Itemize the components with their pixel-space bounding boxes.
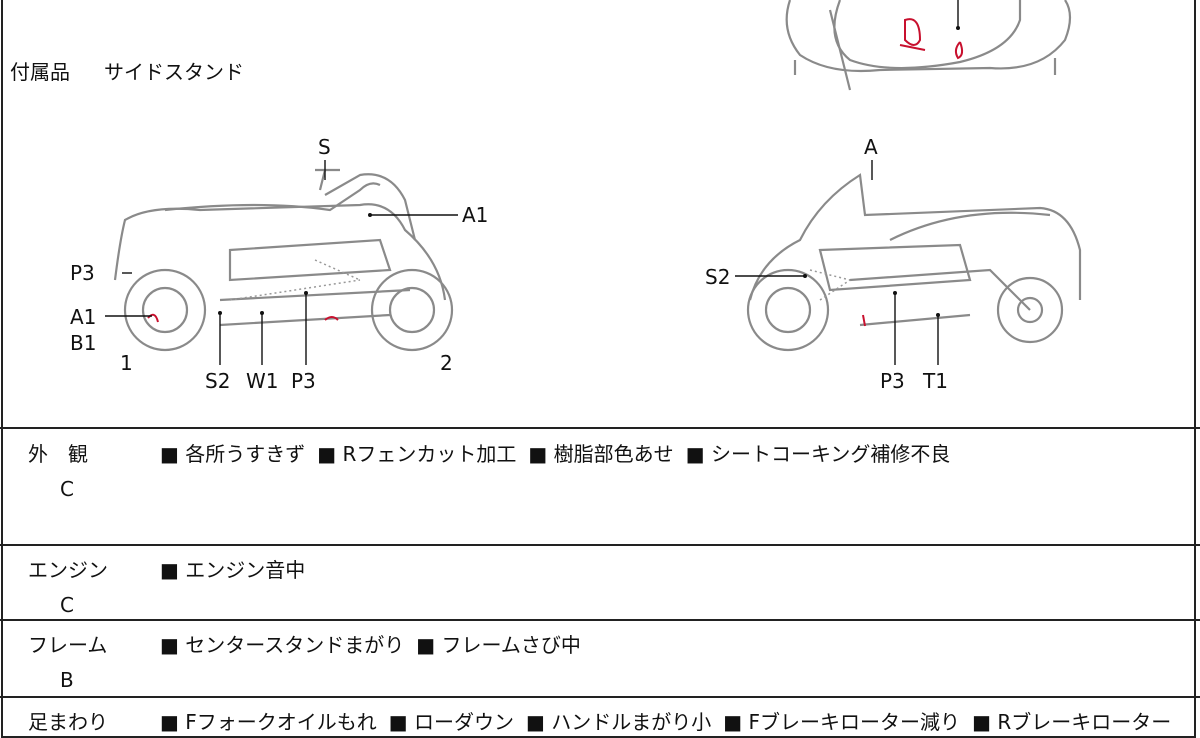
label-p3-left: P3	[70, 261, 95, 285]
section-grade: B	[60, 668, 74, 692]
scooter-right-view: A S2 P3 T1	[705, 135, 1082, 393]
label-a: A	[864, 135, 878, 159]
item: ■ 各所うすきず	[160, 442, 306, 466]
item: ■ エンジン音中	[160, 558, 306, 582]
section-name: 外 観	[28, 442, 88, 466]
section-grade: C	[60, 593, 74, 617]
section-name: 足まわり	[28, 710, 108, 734]
label-s: S	[318, 135, 331, 159]
label-p3-right: P3	[880, 369, 905, 393]
label-w1: W1	[246, 369, 279, 393]
label-p3-bottom: P3	[291, 369, 316, 393]
item: ■ Fフォークオイルもれ	[160, 710, 377, 734]
item: ■ ハンドルまがり小	[526, 710, 712, 734]
scooter-top-view	[785, 0, 1072, 91]
item: ■ シートコーキング補修不良	[685, 442, 951, 466]
label-b1: B1	[70, 331, 96, 355]
label-a1-top: A1	[462, 203, 488, 227]
divider	[0, 544, 1200, 546]
accessories: 付属品 サイドスタンド	[10, 56, 278, 85]
item: ■ センタースタンドまがり	[160, 633, 405, 657]
divider	[0, 427, 1200, 429]
scooter-left-view: S A1 P3 A1 B1 1 S2 W1 P3 2	[70, 135, 488, 393]
label-2: 2	[440, 351, 453, 375]
section-name: エンジン	[28, 558, 108, 582]
item: ■ Rフェンカット加工	[317, 442, 517, 466]
section-grade: C	[60, 477, 74, 501]
item: ■ Rブレーキローター	[972, 710, 1172, 734]
divider	[0, 696, 1200, 698]
label-s2: S2	[205, 369, 230, 393]
accessories-label: 付属品	[10, 60, 70, 84]
item: ■ ローダウン	[388, 710, 515, 734]
label-s2-right: S2	[705, 265, 730, 289]
label-a1-left: A1	[70, 305, 96, 329]
divider	[0, 619, 1200, 621]
label-1: 1	[120, 351, 133, 375]
item: ■ 樹脂部色あせ	[528, 442, 674, 466]
accessories-value: サイドスタンド	[104, 60, 244, 84]
item: ■ フレームさび中	[416, 633, 581, 657]
item: ■ Fブレーキローター減り	[723, 710, 961, 734]
label-t1: T1	[922, 369, 948, 393]
section-name: フレーム	[28, 633, 108, 657]
